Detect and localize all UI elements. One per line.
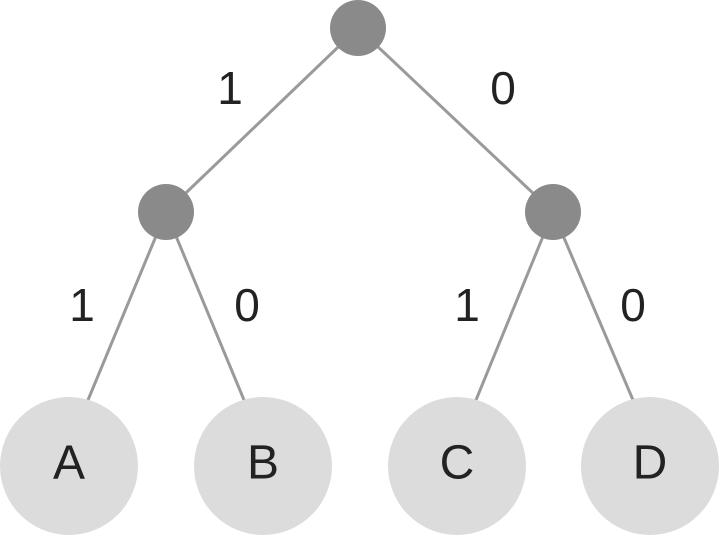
edge-labels: 1 0 1 0 1 0: [69, 62, 646, 331]
edge-label-left-a: 1: [69, 279, 95, 331]
tree-edges: [86, 26, 635, 402]
leaf-c: C: [388, 397, 526, 535]
edge-label-left-b: 0: [234, 279, 260, 331]
leaf-b-circle: [194, 397, 332, 535]
edge-label-root-left: 1: [217, 62, 243, 114]
leaf-a: A: [0, 397, 138, 535]
edge-root-left: [164, 26, 360, 214]
edge-left-b: [164, 210, 246, 402]
leaf-d-label: D: [633, 437, 668, 490]
leaf-c-label: C: [440, 437, 475, 490]
leaf-nodes: A B C D: [0, 397, 719, 535]
edge-right-c: [474, 210, 555, 402]
leaf-d: D: [581, 397, 719, 535]
root-node: [330, 0, 386, 56]
leaf-a-circle: [0, 397, 138, 535]
edge-root-right: [356, 26, 555, 214]
right-internal-node: [525, 184, 581, 240]
leaf-b-label: B: [247, 437, 279, 490]
leaf-d-circle: [581, 397, 719, 535]
edge-left-a: [86, 210, 168, 402]
leaf-b: B: [194, 397, 332, 535]
leaf-c-circle: [388, 397, 526, 535]
edge-label-root-right: 0: [490, 62, 516, 114]
edge-right-d: [551, 210, 635, 402]
leaf-a-label: A: [53, 437, 85, 490]
edge-label-right-d: 0: [620, 279, 646, 331]
edge-label-right-c: 1: [454, 279, 480, 331]
internal-nodes: [138, 0, 581, 240]
left-internal-node: [138, 184, 194, 240]
